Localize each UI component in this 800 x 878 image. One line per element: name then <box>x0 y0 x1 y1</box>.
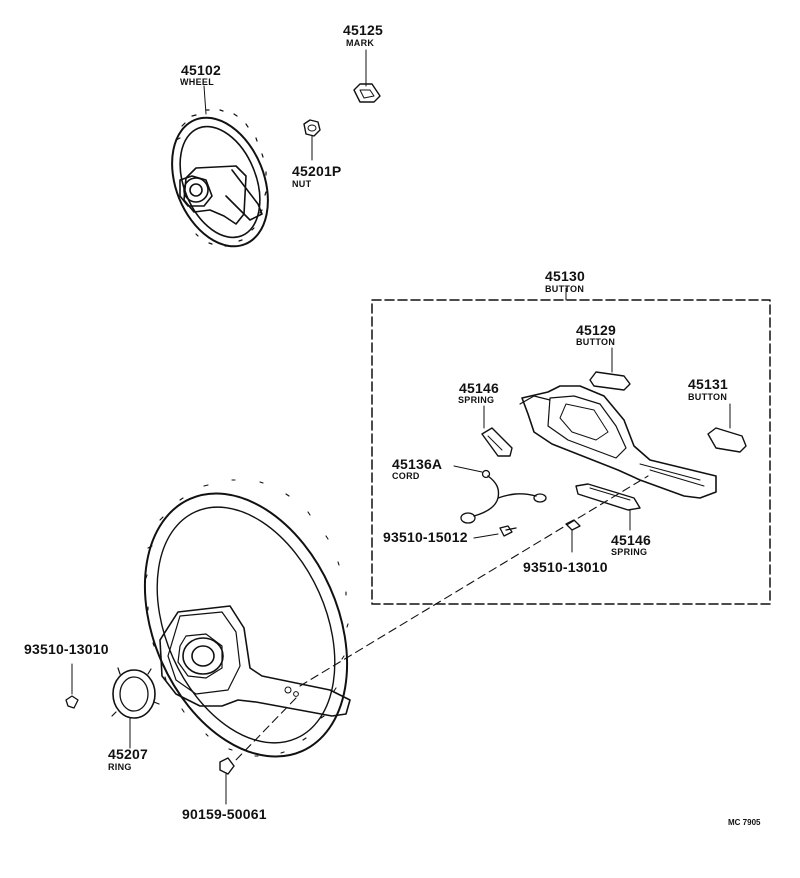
part-name-button-45131: BUTTON <box>688 392 728 402</box>
part-number-45207: 45207 <box>108 746 148 762</box>
part-name-wheel: WHEEL <box>180 77 214 87</box>
cord-part <box>453 465 547 524</box>
ring-part <box>111 667 160 749</box>
part-number-45146-lower: 45146 <box>611 532 651 548</box>
button-45131-part <box>707 403 747 453</box>
bolt-part <box>219 757 235 805</box>
part-name-ring: RING <box>108 762 132 772</box>
part-name-spring-lower: SPRING <box>611 547 648 557</box>
part-number-45102: 45102 <box>181 62 221 78</box>
button-assembly-box <box>371 287 771 605</box>
part-number-93510-13010-box: 93510-13010 <box>523 559 608 575</box>
part-number-45125: 45125 <box>343 22 383 38</box>
part-number-90159-50061: 90159-50061 <box>182 806 267 822</box>
spring-lower-part <box>575 483 641 531</box>
part-name-button-45129: BUTTON <box>576 337 616 347</box>
button-45129-part <box>589 347 631 391</box>
screw-13010-box-part <box>565 519 581 553</box>
large-steering-wheel <box>143 479 351 758</box>
part-name-cord: CORD <box>392 471 420 481</box>
diagram-code: MC 7905 <box>728 818 761 827</box>
part-number-45131: 45131 <box>688 376 728 392</box>
part-number-93510-15012: 93510-15012 <box>383 529 468 545</box>
part-name-nut: NUT <box>292 179 312 189</box>
part-number-45146-upper: 45146 <box>459 380 499 396</box>
part-number-45201P: 45201P <box>292 163 342 179</box>
part-number-93510-13010-left: 93510-13010 <box>24 641 109 657</box>
small-steering-wheel <box>171 109 269 248</box>
part-name-mark: MARK <box>346 38 375 48</box>
horn-pad <box>519 385 717 499</box>
screw-13010-left-part <box>65 663 79 709</box>
screw-15012-part <box>473 525 517 539</box>
part-name-button-45130: BUTTON <box>545 284 585 294</box>
leader-lines <box>233 475 649 763</box>
part-number-45136A: 45136A <box>392 456 443 472</box>
spring-upper-part <box>481 405 513 457</box>
nut-part <box>303 119 321 161</box>
mark-part <box>353 49 381 103</box>
part-number-45129: 45129 <box>576 322 616 338</box>
part-name-spring-upper: SPRING <box>458 395 495 405</box>
part-number-45130: 45130 <box>545 268 585 284</box>
